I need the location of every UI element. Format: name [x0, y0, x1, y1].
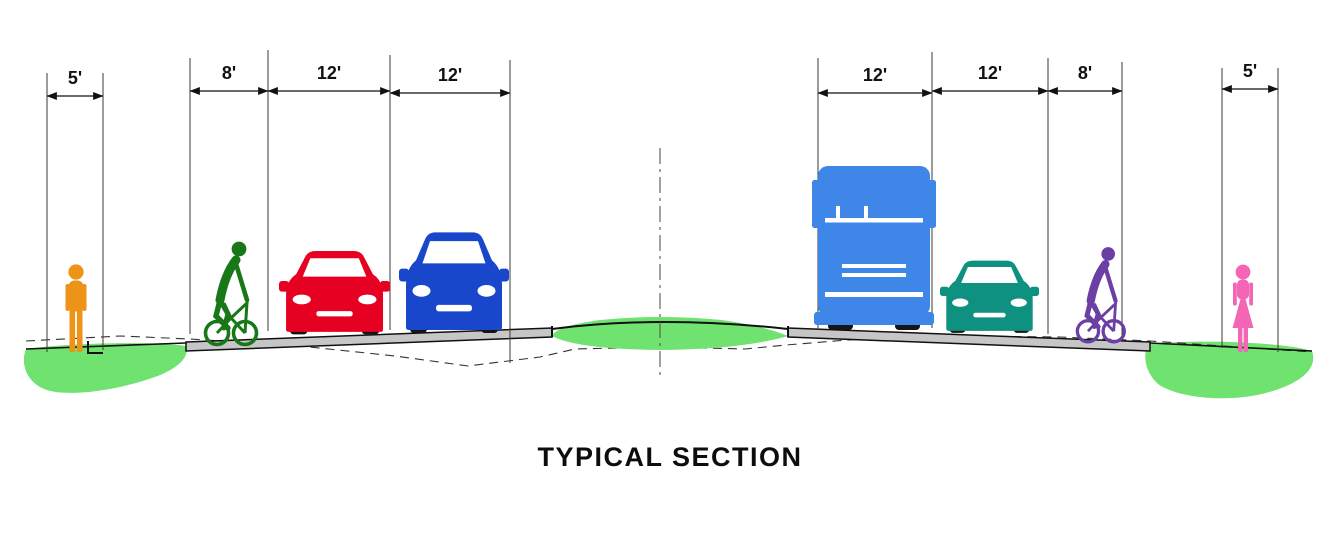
dimension-label: 8' [222, 63, 236, 83]
dimension-label: 12' [863, 65, 887, 85]
median-grass [552, 317, 788, 350]
dimension-sidewalk-left: 5' [46, 68, 104, 100]
grass-left [23, 343, 187, 393]
ground-line-left [25, 342, 187, 350]
dimension-label: 5' [68, 68, 82, 88]
ground-line-right [1149, 342, 1313, 352]
road-crown-line [551, 321, 789, 330]
dimension-label: 8' [1078, 63, 1092, 83]
dimension-label: 12' [978, 63, 1002, 83]
dimension-travel-lane-left-inner: 12' [389, 65, 511, 97]
dimension-travel-lane-right-inner: 12' [817, 65, 933, 97]
car-blue-icon [399, 232, 509, 333]
truck-icon [812, 166, 936, 330]
dimension-label: 12' [317, 63, 341, 83]
cyclist-left-icon [206, 242, 257, 345]
grass-right [1145, 341, 1314, 399]
dimension-sidewalk-right: 5' [1221, 61, 1279, 93]
dimension-label: 12' [438, 65, 462, 85]
dimension-bike-lane-right: 8' [1047, 63, 1123, 95]
car-teal-icon [940, 260, 1039, 333]
diagram-title: TYPICAL SECTION [537, 442, 802, 472]
dimension-travel-lane-left-outer: 12' [267, 63, 391, 95]
dimension-bike-lane-left: 8' [189, 63, 269, 95]
pedestrian-right-icon [1232, 264, 1254, 352]
cyclist-right-icon [1077, 247, 1124, 342]
dimension-label: 5' [1243, 61, 1257, 81]
dimension-travel-lane-right-outer: 12' [931, 63, 1049, 95]
curb-left [87, 341, 103, 354]
car-red-icon [279, 250, 391, 335]
